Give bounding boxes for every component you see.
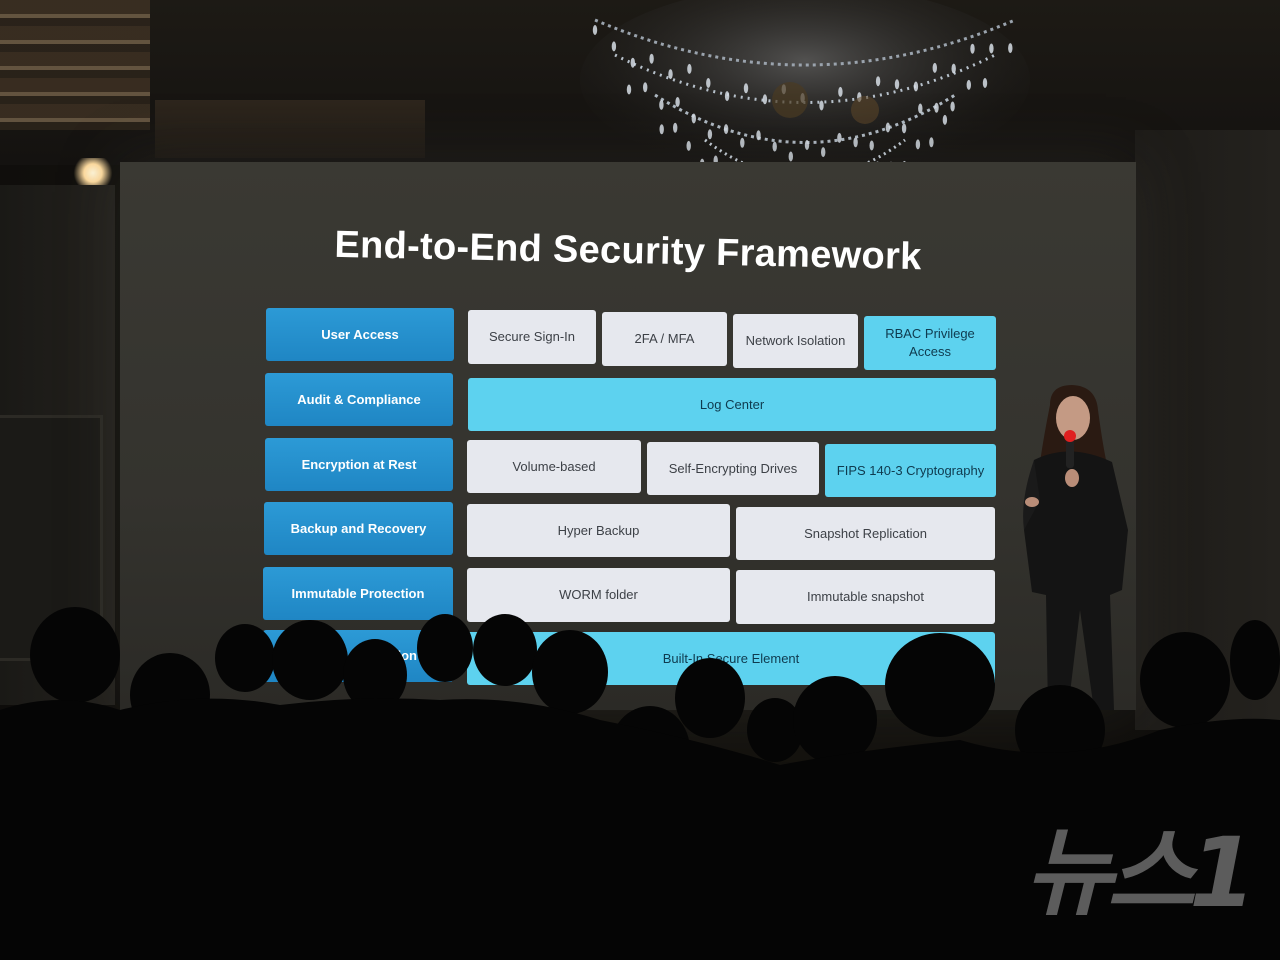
chandelier-crystal	[894, 79, 900, 90]
chandelier-crystal	[821, 147, 826, 158]
chandelier-crystal	[950, 101, 955, 112]
row-label-backup-recovery: Backup and Recovery	[264, 502, 453, 555]
row-label-audit-compliance: Audit & Compliance	[265, 373, 453, 426]
chandelier-crystal	[932, 62, 937, 73]
cell-worm-folder: WORM folder	[467, 568, 730, 622]
chandelier-crystal	[934, 102, 939, 113]
chandelier-crystal	[592, 25, 598, 35]
ceiling-beam	[155, 100, 425, 158]
chandelier-crystal	[762, 94, 768, 105]
cell-immutable-snapshot: Immutable snapshot	[736, 570, 995, 624]
chandelier-crystal	[630, 57, 635, 68]
chandelier-crystal	[687, 63, 692, 74]
chandelier-crystal	[970, 43, 975, 54]
chandelier-crystal	[707, 129, 713, 140]
spotlight	[72, 158, 114, 188]
cell-volume-based: Volume-based	[467, 440, 641, 493]
chandelier-crystal	[756, 130, 761, 141]
chandelier-crystal	[853, 137, 858, 148]
chandelier-crystal	[989, 43, 994, 54]
chandelier-crystal	[901, 123, 907, 134]
chandelier-crystal	[691, 113, 696, 124]
row-label-encryption-at-rest: Encryption at Rest	[265, 438, 453, 491]
chandelier-crystal	[837, 132, 842, 143]
cell-secure-sign-in: Secure Sign-In	[468, 310, 596, 364]
cell-log-center: Log Center	[468, 378, 996, 431]
chandelier-crystal	[724, 91, 730, 102]
chandelier-crystal	[668, 69, 673, 80]
chandelier-crystal	[966, 79, 971, 90]
chandelier-crystal	[659, 99, 664, 110]
chandelier-crystal	[982, 78, 988, 88]
chandelier-crystal	[611, 41, 617, 52]
chandelier-crystal	[723, 124, 729, 135]
cell-network-isolation: Network Isolation	[733, 314, 858, 368]
cell-hyper-backup: Hyper Backup	[467, 504, 730, 557]
chandelier-crystal	[743, 83, 749, 94]
chandelier-crystal	[626, 84, 632, 95]
chandelier-crystal	[673, 122, 678, 133]
chandelier-crystal	[706, 78, 711, 88]
chandelier-crystal	[915, 139, 921, 150]
chandelier-crystal	[885, 122, 891, 133]
watermark-text: 뉴스1	[1024, 817, 1256, 929]
chandelier-crystal	[788, 151, 793, 162]
chandelier-crystal	[686, 140, 691, 151]
audience-silhouettes	[0, 607, 1280, 960]
slide-title: End-to-End Security Framework	[334, 223, 923, 279]
chandelier-crystal	[869, 140, 874, 151]
chandelier-crystal	[1008, 43, 1013, 54]
chandelier-crystal	[804, 140, 810, 150]
chandelier-crystal	[929, 137, 934, 148]
chandelier-crystal	[913, 81, 919, 92]
news1-watermark-logo: 뉴스1	[880, 800, 1260, 940]
chandelier-crystal	[649, 53, 654, 64]
chandelier-crystal	[838, 86, 843, 97]
chandelier-crystal	[772, 141, 777, 152]
chandelier-crystal	[659, 124, 664, 135]
cell-rbac-privilege-access: RBAC Privilege Access	[864, 316, 996, 370]
cell-snapshot-replication: Snapshot Replication	[736, 507, 995, 560]
chandelier-crystal	[951, 63, 956, 74]
chandelier-crystal	[675, 97, 680, 107]
speaker	[1023, 385, 1128, 710]
row-label-immutable-protection: Immutable Protection	[263, 567, 453, 620]
cell-self-encrypting-drives: Self-Encrypting Drives	[647, 442, 819, 495]
chandelier-crystal	[875, 76, 881, 87]
chandelier-crystal	[819, 100, 824, 111]
chandelier-crystal	[740, 137, 745, 148]
ceiling-wood-panel	[0, 0, 150, 130]
chandelier-crystal	[643, 82, 648, 93]
row-label-user-access: User Access	[266, 308, 454, 361]
chandelier-crystal	[918, 103, 923, 114]
chandelier-crystal	[942, 114, 948, 125]
cell-2fa-mfa: 2FA / MFA	[602, 312, 727, 366]
cell-fips-140-3: FIPS 140-3 Cryptography	[825, 444, 996, 497]
projection-screen: End-to-End Security Framework User Acces…	[120, 162, 1136, 710]
